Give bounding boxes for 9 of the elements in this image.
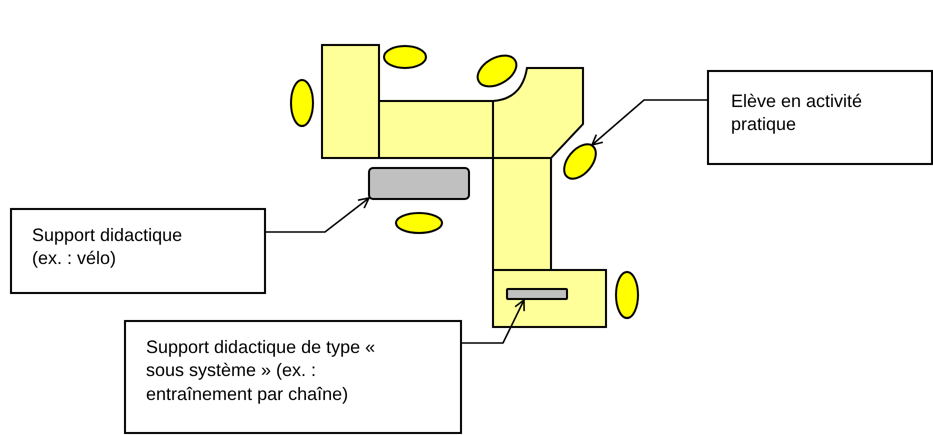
leader-line — [462, 299, 525, 344]
leader-line — [591, 99, 707, 146]
callout-text: Support didactique (ex. : vélo) — [10, 208, 266, 294]
callout-text: Elève en activité pratique — [707, 70, 933, 165]
bicycle-support-block — [368, 167, 470, 200]
leader-line — [266, 197, 370, 233]
student-ellipse — [563, 143, 597, 180]
callout-text: Support didactique de type « sous système » (ex. : entraînement par chaîne) — [124, 320, 462, 434]
subsystem-support-block — [506, 288, 568, 300]
